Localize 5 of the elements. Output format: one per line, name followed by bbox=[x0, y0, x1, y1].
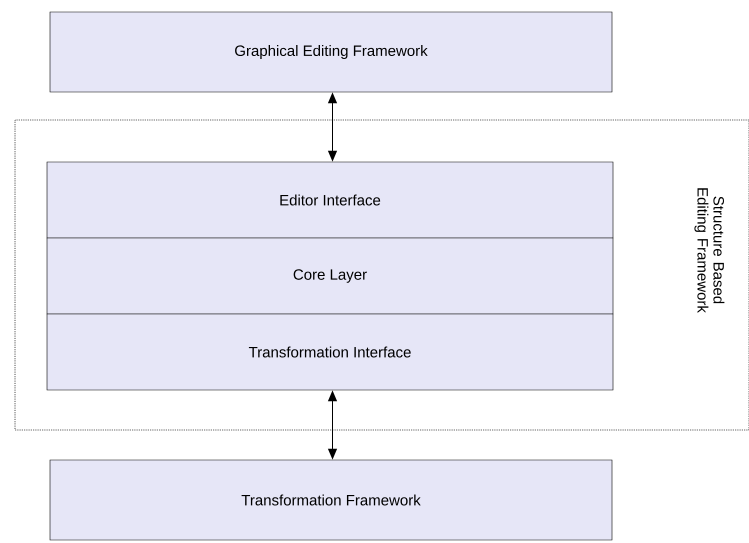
layer-box: Core Layer bbox=[46, 238, 614, 314]
framework-box: Graphical Editing Framework bbox=[50, 12, 612, 92]
layer-box: Transformation Interface bbox=[46, 314, 614, 390]
layer-box: Editor Interface bbox=[46, 162, 614, 238]
framework-box: Transformation Framework bbox=[50, 460, 612, 540]
